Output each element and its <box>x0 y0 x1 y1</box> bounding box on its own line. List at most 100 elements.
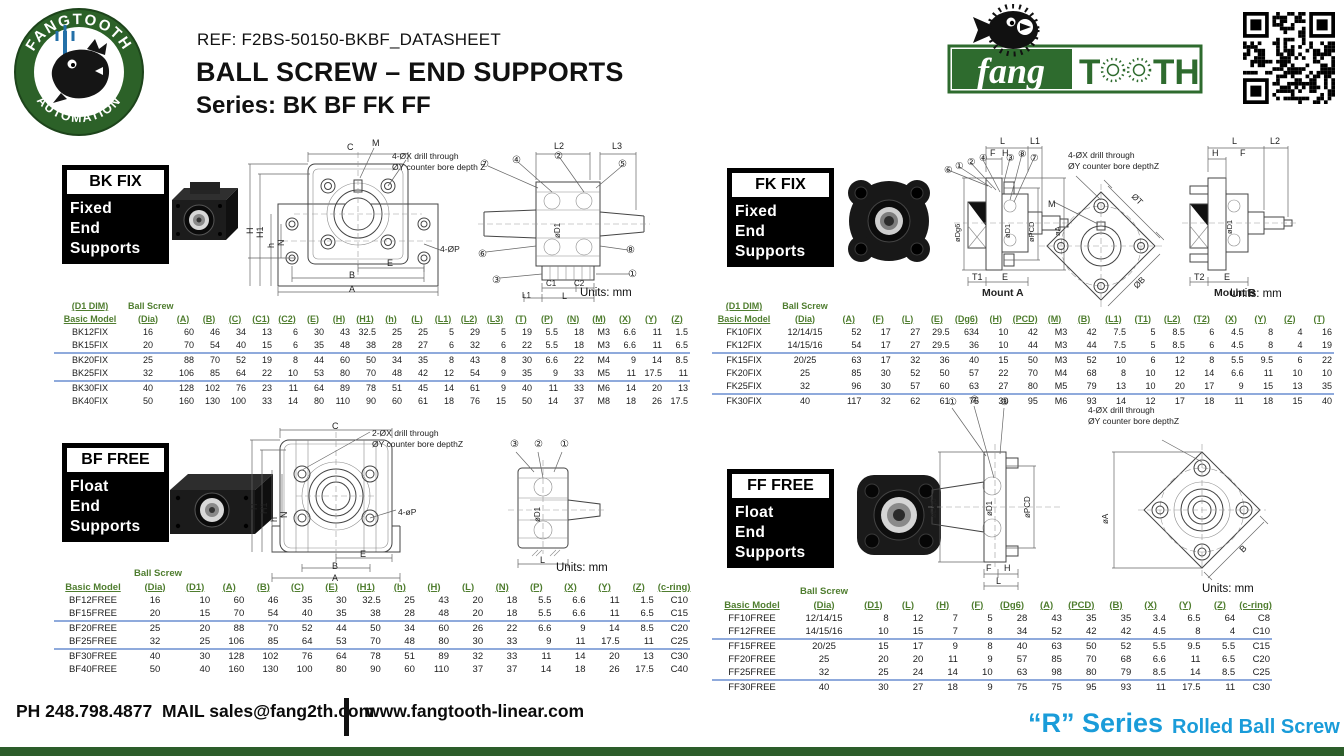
column-header: (L) <box>901 599 915 611</box>
dim-label-H: H <box>1212 148 1219 158</box>
dim-label-: ④ <box>512 155 521 166</box>
bf-product-photo <box>160 460 285 555</box>
column-header: (X) <box>564 581 577 593</box>
column-header: (B) <box>1109 599 1123 611</box>
brand-th-text: TH <box>1153 53 1200 92</box>
dim-label-A: A <box>332 573 339 583</box>
column-header: (A) <box>222 581 236 593</box>
ref-number: REF: F2BS-50150-BKBF_DATASHEET <box>197 30 501 49</box>
column-header: (M) <box>1047 313 1062 324</box>
column-header: (Z) <box>1213 599 1226 611</box>
column-header: (Dia) <box>813 599 835 611</box>
column-header: (c-ring) <box>1239 599 1272 611</box>
dim-label-4P: 4-øP <box>398 507 417 517</box>
column-header: (F) <box>971 599 984 611</box>
column-header: (A) <box>1040 599 1054 611</box>
dim-label-MountA: Mount A <box>982 287 1024 299</box>
dim-label-L: L <box>996 576 1002 586</box>
dim-label-N: N <box>276 239 286 247</box>
bk-badge-title: BK FIX <box>67 170 164 194</box>
dim-label-H: H <box>1002 148 1009 158</box>
column-header: (Dg6) <box>954 313 978 324</box>
column-header: (L1) <box>434 313 452 324</box>
dim-label-D1: øD1 <box>985 500 994 516</box>
page-subtitle: Series: BK BF FK FF <box>196 92 431 119</box>
column-header: (P) <box>541 313 553 324</box>
dim-label-L1: L1 <box>1030 136 1041 146</box>
column-header: (Z) <box>1284 313 1296 324</box>
dim-label-H1: H1 <box>259 502 269 514</box>
dim-label-PCD: øPCD <box>1023 496 1032 518</box>
column-header: (H1) <box>356 313 374 324</box>
column-header: (C1) <box>252 313 270 324</box>
column-header: (H) <box>936 599 950 611</box>
dim-label-D1: øD1 <box>1003 223 1012 238</box>
column-header: (B) <box>202 313 216 324</box>
dim-label-: ⑧ <box>1018 149 1027 160</box>
dim-label-B: B <box>349 270 356 280</box>
dim-label-F: F <box>986 563 992 573</box>
column-header: (L2) <box>460 313 478 324</box>
column-header: (Dia) <box>795 313 815 324</box>
column-header: (PCD) <box>1012 313 1038 324</box>
dim-label-M: M <box>1048 199 1056 209</box>
bk-drill-annotation: 4-ØX drill through ØY counter bore depth… <box>392 151 486 173</box>
column-header: (Y) <box>1178 599 1192 611</box>
dim-label-: ① <box>955 161 964 172</box>
column-header: (N) <box>566 313 580 324</box>
column-header: (E) <box>325 581 338 593</box>
bottom-green-bar <box>0 747 1344 756</box>
column-header: (c-ring) <box>657 581 691 593</box>
column-header: (C) <box>228 313 242 324</box>
dim-label-: ③ <box>492 275 501 286</box>
dim-label-: ⑦ <box>1030 153 1039 164</box>
dim-label-: ③ <box>1006 153 1015 164</box>
dim-label-D1: øD1 <box>1225 219 1234 234</box>
dim-label-: ⑦ <box>480 159 489 170</box>
column-header: (A) <box>176 313 190 324</box>
column-header: Basic Model <box>724 599 780 611</box>
column-header: (C) <box>290 581 305 593</box>
dim-label-: ② <box>534 439 543 450</box>
page-title: BALL SCREW – END SUPPORTS <box>196 57 624 87</box>
column-header: Basic Model <box>717 313 771 324</box>
column-header: (Y) <box>1254 313 1267 324</box>
ff-units-label: Units: mm <box>1202 583 1254 595</box>
column-header: (L1) <box>1105 313 1122 324</box>
dim-label-: ① <box>628 269 637 280</box>
dim-label-h: h <box>269 516 279 522</box>
dim-label-C1: C1 <box>546 279 557 288</box>
column-header: (D1) <box>864 599 883 611</box>
footer-website[interactable]: www.fangtooth-linear.com <box>366 701 585 721</box>
column-header: (Y) <box>645 313 657 324</box>
column-header: (F) <box>872 313 884 324</box>
column-header: (H) <box>427 581 441 593</box>
column-header: (L) <box>901 313 914 324</box>
column-header: (T) <box>1313 313 1326 324</box>
footer-divider <box>344 698 349 736</box>
column-header: (Z) <box>632 581 645 593</box>
footer-email[interactable]: MAIL sales@fang2th.com <box>161 701 375 721</box>
dim-label-N: N <box>279 511 289 519</box>
dim-label-h: h <box>266 242 276 248</box>
column-header: (T2) <box>1193 313 1210 324</box>
